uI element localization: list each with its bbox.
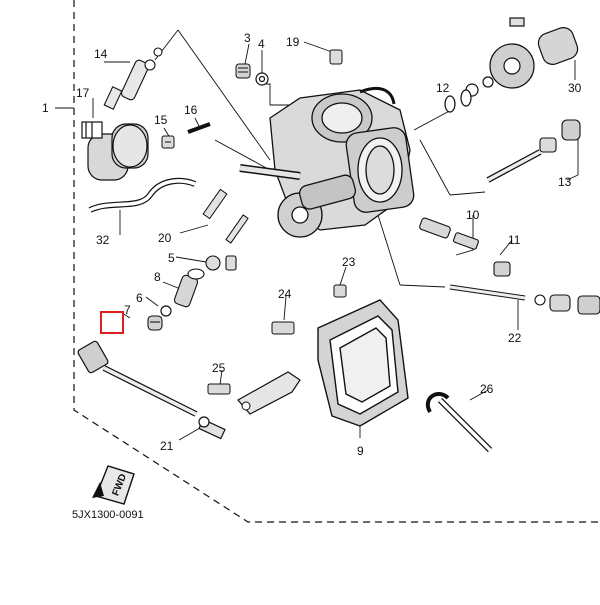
part-20-pilot-screw	[202, 188, 249, 244]
callout-17: 17	[76, 86, 90, 100]
callout-11: 11	[508, 233, 521, 247]
callout-10: 10	[466, 208, 480, 222]
part-22-rod	[449, 284, 600, 315]
callout-1: 1	[42, 101, 49, 115]
part-11-bolt	[493, 261, 511, 277]
callout-6: 6	[136, 291, 143, 305]
callout-5: 5	[168, 251, 175, 265]
callout-32: 32	[96, 233, 110, 247]
callout-12: 12	[436, 81, 450, 95]
part-6-o-ring	[160, 305, 172, 317]
callout-16: 16	[184, 103, 198, 117]
callout-23: 23	[342, 255, 356, 269]
part-15-screw	[161, 135, 175, 149]
callout-19: 19	[286, 35, 300, 49]
part-3-screw	[235, 63, 251, 79]
part-14-jet-needle	[103, 47, 163, 110]
part-5-valve-seat	[205, 255, 237, 271]
part-23-screw	[333, 284, 347, 298]
assembly-boundary	[73, 0, 600, 523]
callout-4: 4	[258, 37, 265, 51]
callout-3: 3	[244, 31, 251, 45]
part-13-rod	[486, 119, 581, 183]
callout-30: 30	[568, 81, 582, 95]
part-17-solenoid	[81, 121, 149, 181]
callout-7: 7	[124, 303, 131, 317]
selected-part-highlight[interactable]	[100, 311, 124, 334]
callout-22: 22	[508, 331, 522, 345]
callout-24: 24	[278, 287, 292, 301]
callout-13: 13	[558, 175, 572, 189]
fwd-direction-badge: FWD	[92, 465, 135, 505]
linkage-bracket	[237, 371, 301, 415]
part-25-screw	[207, 383, 231, 395]
callout-9: 9	[357, 444, 364, 458]
part-9-float-chamber	[317, 299, 409, 427]
part-4-washer	[255, 72, 269, 86]
callout-25: 25	[212, 361, 226, 375]
callout-20: 20	[158, 231, 172, 245]
part-30-cover	[465, 17, 579, 97]
callout-8: 8	[154, 270, 161, 284]
callout-14: 14	[94, 47, 108, 61]
part-24-screw	[271, 321, 295, 335]
part-19-screw	[329, 49, 343, 65]
drawing-code: 5JX1300-0091	[72, 509, 144, 521]
part-21-throttle-shaft	[77, 340, 226, 440]
part-16-pin	[187, 122, 211, 134]
callout-21: 21	[160, 439, 174, 453]
callout-15: 15	[154, 113, 168, 127]
part-7-main-jet	[147, 315, 163, 331]
part-10-screw-spring	[419, 217, 479, 250]
callout-26: 26	[480, 382, 494, 396]
carburetor-body	[239, 87, 415, 238]
part-12-o-rings	[444, 89, 472, 113]
part-callouts: 1 3 4 5 6 7 8 9 10 11 12 13 14 15 16 17 …	[42, 31, 582, 458]
part-8-float-valve	[173, 268, 205, 308]
